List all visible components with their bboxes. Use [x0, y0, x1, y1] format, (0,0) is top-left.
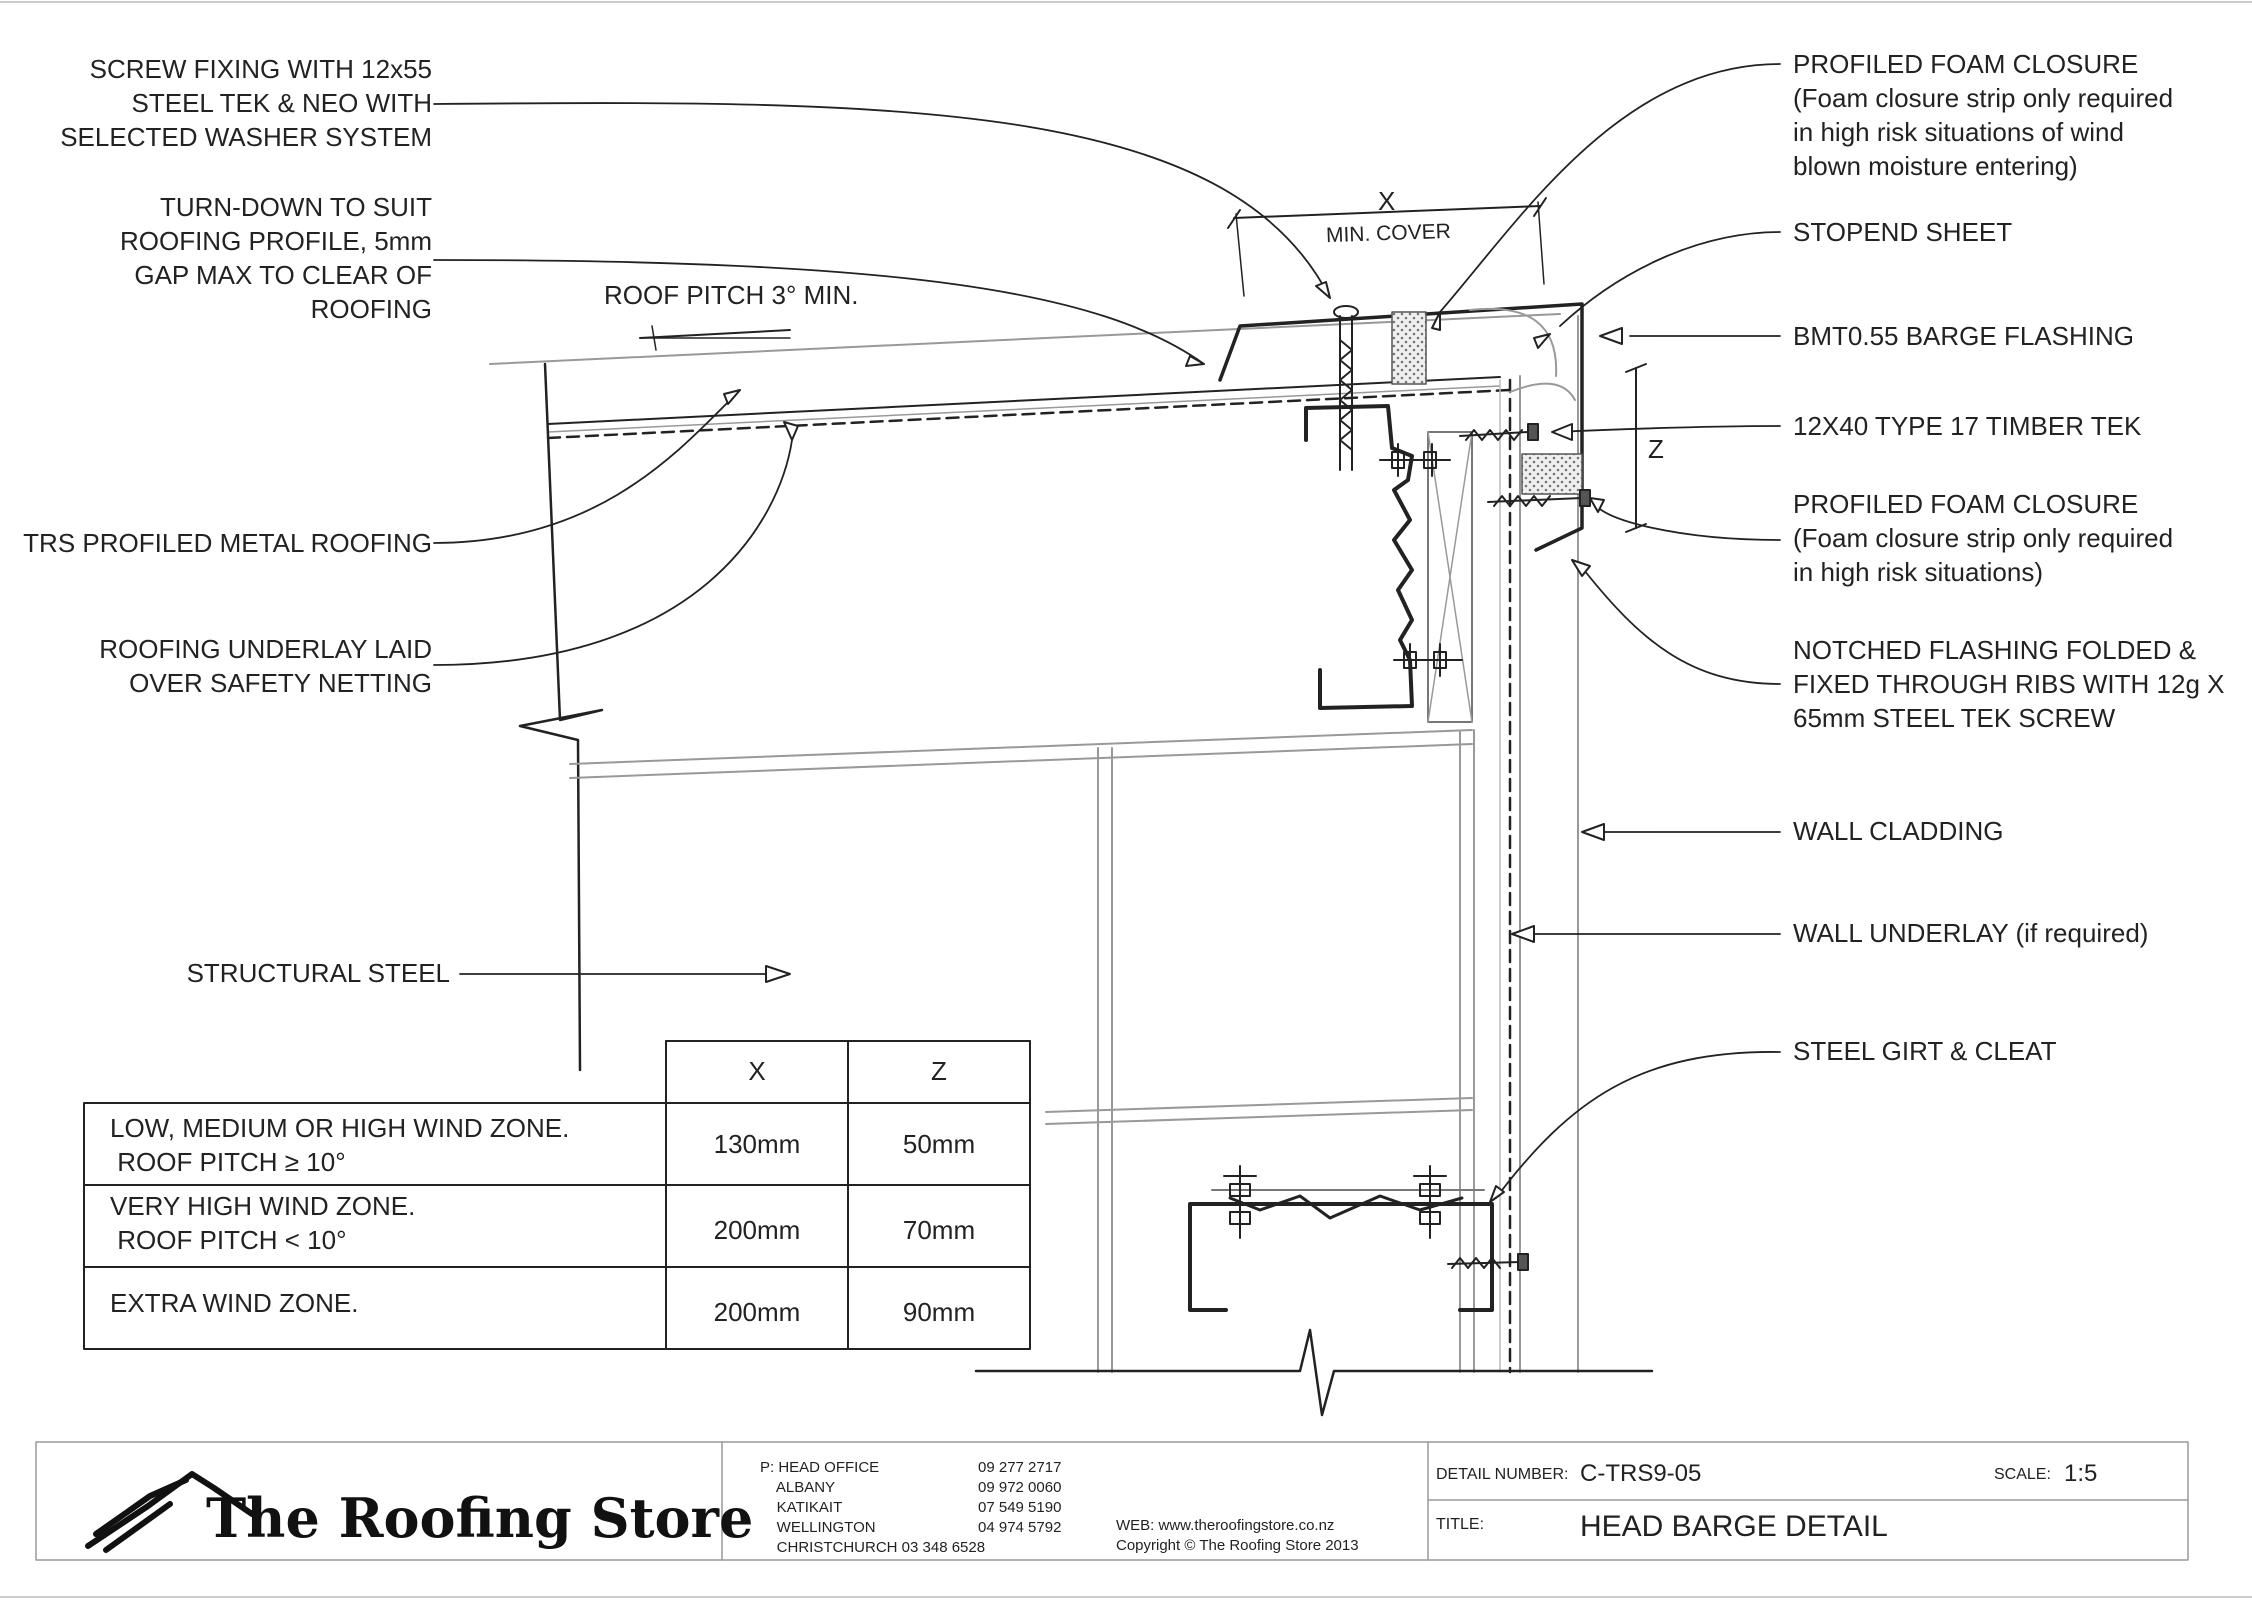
web-address: WEB: www.theroofingstore.co.nz [1116, 1517, 1335, 1534]
table-cell-z: 70mm [902, 1215, 976, 1245]
break-line-left [518, 362, 604, 1072]
purlin-bolt-upper [1379, 443, 1451, 477]
timber-packer [1427, 431, 1473, 723]
roofing-sheet [547, 376, 1501, 425]
table-grid [83, 1040, 1031, 1350]
detail-number-label: DETAIL NUMBER: [1436, 1466, 1569, 1483]
copyright: Copyright © The Roofing Store 2013 [1116, 1537, 1359, 1554]
phone-labels: P: HEAD OFFICE ALBANY KATIKAIT WELLINGTO… [760, 1459, 986, 1556]
wind-zone-table: X Z LOW, MEDIUM OR HIGH WIND ZONE. ROOF … [84, 1041, 1030, 1349]
label-screw-fixing: SCREW FIXING WITH 12x55 STEEL TEK & NEO … [60, 54, 432, 152]
table-header-z: Z [931, 1056, 947, 1086]
table-header-x: X [748, 1056, 766, 1086]
label-steel-girt: STEEL GIRT & CLEAT [1793, 1036, 2057, 1066]
label-notched-flashing: NOTCHED FLASHING FOLDED & FIXED THROUGH … [1793, 635, 2225, 733]
roofing-underlay [546, 388, 1512, 440]
logo-mountain-icon [85, 1471, 255, 1553]
roof-fixing-screw [1333, 305, 1359, 471]
table-row-desc: EXTRA WIND ZONE. [110, 1288, 359, 1318]
scale-value: 1:5 [2064, 1460, 2098, 1487]
timber-tek-upper [1459, 423, 1539, 441]
foam-closure-top [1391, 311, 1427, 385]
break-line-bottom [974, 1328, 1654, 1417]
leader-lines [433, 63, 1781, 1199]
title-block-frame [35, 1441, 2189, 1561]
girt-bolt-right [1413, 1165, 1447, 1239]
table-row-desc: LOW, MEDIUM OR HIGH WIND ZONE. ROOF PITC… [110, 1113, 570, 1177]
arrowheads [723, 281, 1623, 1203]
x-dimension-line [1233, 205, 1541, 219]
label-stopend: STOPEND SHEET [1793, 217, 2013, 247]
title-label: TITLE: [1436, 1516, 1485, 1533]
drawing-title: HEAD BARGE DETAIL [1580, 1510, 1888, 1543]
table-cell-z: 90mm [902, 1297, 976, 1327]
label-barge-flashing: BMT0.55 BARGE FLASHING [1793, 321, 2134, 351]
brand-logo-text: The Roofing Store [206, 1486, 754, 1550]
roof-pitch-line [639, 329, 791, 339]
purlin-bolt-lower [1393, 643, 1463, 677]
scale-label: SCALE: [1994, 1466, 2051, 1483]
table-cell-x: 200mm [713, 1297, 801, 1327]
steel-girt [1188, 1202, 1494, 1312]
table-cell-x: 200mm [713, 1215, 801, 1245]
dimension-z-label: Z [1648, 434, 1664, 464]
label-foam-closure-mid: PROFILED FOAM CLOSURE (Foam closure stri… [1793, 489, 2174, 587]
foam-closure-side [1521, 453, 1583, 495]
table-cell-x: 130mm [713, 1129, 801, 1159]
label-timber-tek: 12X40 TYPE 17 TIMBER TEK [1793, 411, 2142, 441]
barge-flashing [1218, 302, 1584, 552]
phone-numbers: 09 277 2717 09 972 0060 07 549 5190 04 9… [978, 1459, 1062, 1536]
table-cell-z: 50mm [902, 1129, 976, 1159]
label-underlay: ROOFING UNDERLAY LAID OVER SAFETY NETTIN… [99, 634, 432, 698]
detail-number: C-TRS9-05 [1580, 1460, 1702, 1487]
girt-bolt-left [1223, 1165, 1257, 1239]
dimension-x-label: X [1378, 186, 1396, 216]
label-foam-closure-top: PROFILED FOAM CLOSURE (Foam closure stri… [1793, 49, 2174, 181]
label-wall-underlay: WALL UNDERLAY (if required) [1793, 918, 2149, 948]
roof-top-line [489, 313, 1561, 365]
label-wall-cladding: WALL CLADDING [1793, 816, 2004, 846]
dimension-x-sub: MIN. COVER [1325, 219, 1452, 248]
cladding-screw [1447, 1253, 1529, 1271]
label-trs-roofing: TRS PROFILED METAL ROOFING [23, 528, 432, 558]
stopend-sheet [1469, 307, 1558, 377]
label-structural-steel: STRUCTURAL STEEL [186, 958, 450, 988]
table-row-desc: VERY HIGH WIND ZONE. ROOF PITCH < 10° [110, 1191, 416, 1255]
label-turn-down: TURN-DOWN TO SUIT ROOFING PROFILE, 5mm G… [119, 192, 432, 324]
girt-cleat [1228, 1194, 1464, 1220]
label-roof-pitch: ROOF PITCH 3° MIN. [604, 280, 859, 310]
